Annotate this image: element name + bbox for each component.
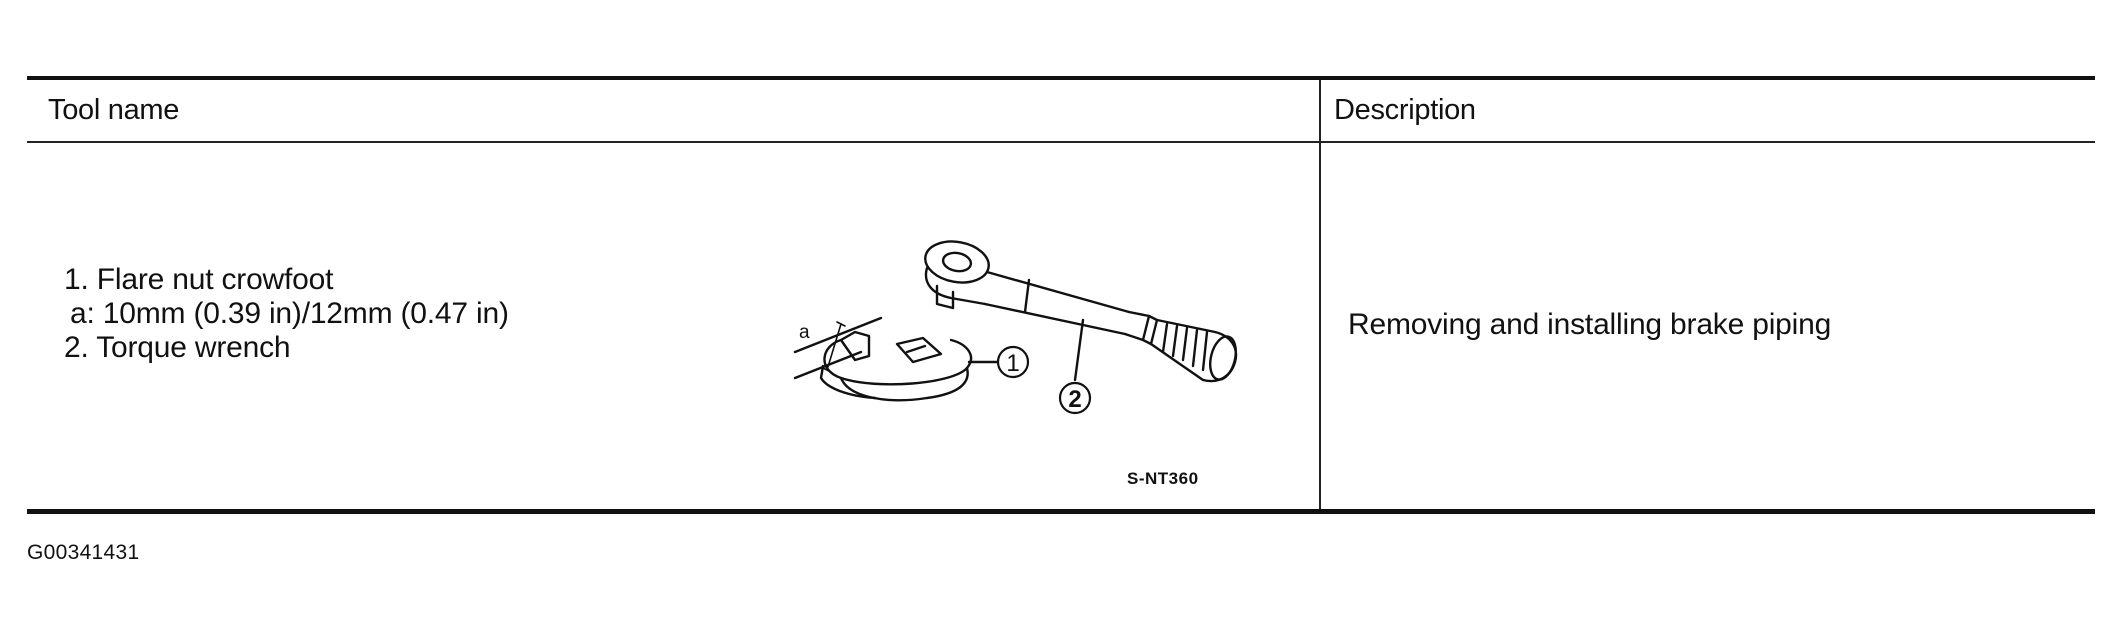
header-tool-name: Tool name [48,94,180,126]
torque-wrench-drawing [924,240,1238,383]
tool-line-crowfoot: 1. Flare nut crowfoot [64,263,334,296]
special-tool-table: Tool name Description 1. Flare nut crowf… [27,76,2095,514]
callout-2-marker: 2 [1058,381,1092,415]
tool-line-size: a: 10mm (0.39 in)/12mm (0.47 in) [70,297,509,330]
header-divider-rule [27,141,2095,143]
document-id: G00341431 [27,541,140,564]
column-divider [1319,80,1321,509]
table-bottom-rule [27,509,2095,514]
dimension-a-label: a [799,322,810,343]
table-top-rule [27,76,2095,80]
header-description: Description [1334,94,1476,126]
tool-line-torque-wrench: 2. Torque wrench [64,331,291,364]
callout-2-label: 2 [1068,386,1081,413]
tool-illustration: 1 2 a [793,240,1238,415]
tool-name-cell: 1. Flare nut crowfoot a: 10mm (0.39 in)/… [64,263,509,365]
crowfoot-drawing [793,316,999,402]
figure-code: S-NT360 [1127,469,1199,488]
callout-1-marker: 1 [996,345,1030,379]
description-cell: Removing and installing brake piping [1348,308,1832,341]
callout-1-label: 1 [1006,350,1019,377]
